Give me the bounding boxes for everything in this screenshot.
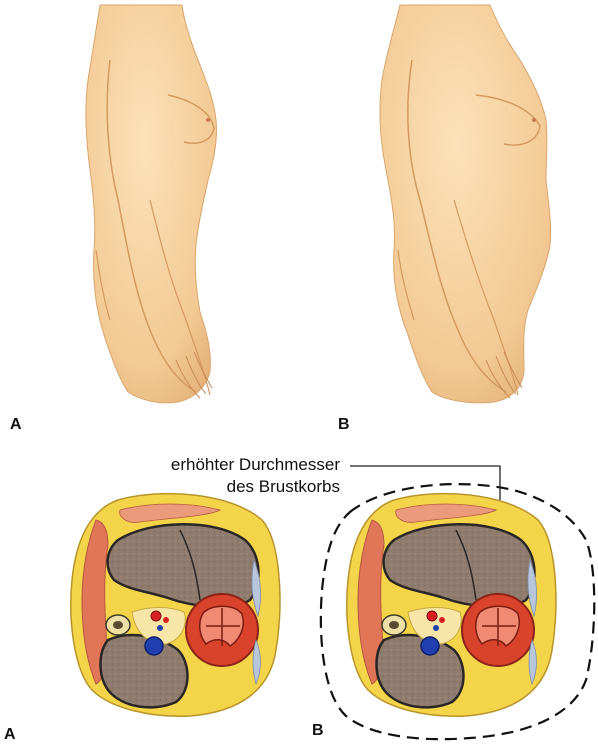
- section-a-artery-2: [163, 617, 169, 623]
- section-a-vein-small: [157, 625, 163, 631]
- annotation-line-2: des Brustkorbs: [60, 476, 340, 498]
- torso-b-nipple: [532, 118, 536, 122]
- section-b-artery-2: [439, 617, 445, 623]
- section-a-label: A: [4, 726, 16, 744]
- torso-b-body: [380, 5, 551, 403]
- torso-b-figure: [380, 5, 551, 403]
- section-a-spinal-canal: [113, 621, 123, 629]
- section-a-aorta: [145, 637, 163, 655]
- cross-section-b: [347, 494, 556, 717]
- cross-section-a: [71, 494, 280, 717]
- section-b-artery-1: [427, 611, 437, 621]
- section-a-artery-1: [151, 611, 161, 621]
- torso-a-label: A: [10, 416, 22, 434]
- section-b-spinal-canal: [389, 621, 399, 629]
- section-b-label: B: [312, 722, 324, 740]
- annotation-line-1: erhöhter Durchmesser: [60, 454, 340, 476]
- torso-b-label: B: [338, 416, 350, 434]
- section-b-vein-small: [433, 625, 439, 631]
- torso-a-nipple: [206, 118, 210, 122]
- annotation-text: erhöhter Durchmesser des Brustkorbs: [60, 454, 340, 498]
- torso-a-figure: [86, 5, 217, 403]
- section-b-aorta: [421, 637, 439, 655]
